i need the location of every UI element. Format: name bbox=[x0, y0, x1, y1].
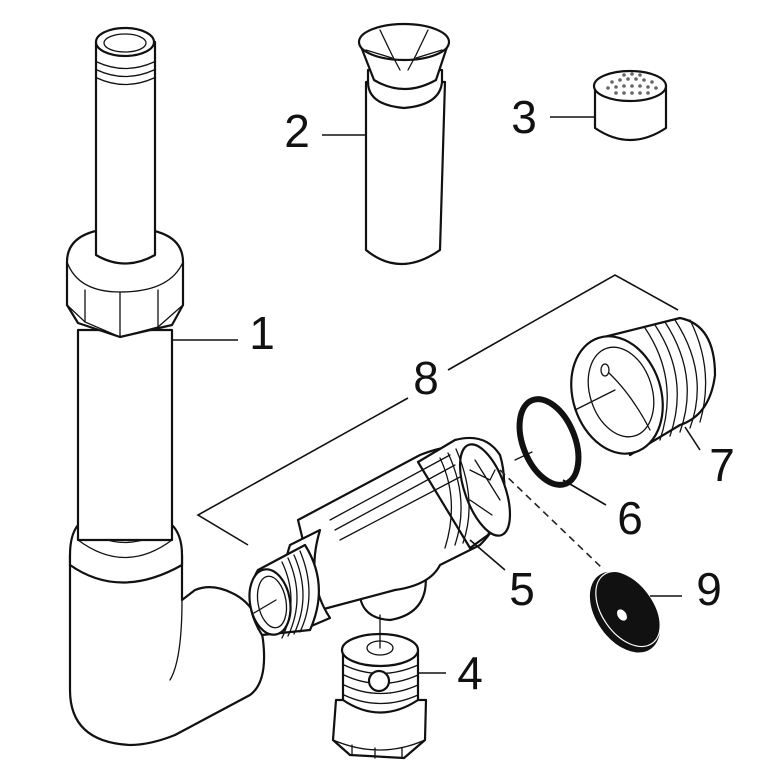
callout-8: 8 bbox=[413, 352, 439, 404]
callout-5: 5 bbox=[509, 563, 535, 615]
callout-7: 7 bbox=[709, 439, 735, 491]
callout-1: 1 bbox=[249, 307, 275, 359]
callout-3: 3 bbox=[511, 91, 537, 143]
part-3-strainer-cap bbox=[550, 69, 668, 141]
part-2-funnel-insert bbox=[322, 22, 451, 266]
part-6-o-ring bbox=[514, 396, 607, 506]
part-8-bracket bbox=[196, 274, 679, 546]
part-5-valve-body bbox=[248, 436, 602, 639]
part-4-plug bbox=[331, 614, 446, 760]
part-7-end-cap bbox=[570, 316, 717, 457]
part-9-washer bbox=[589, 570, 682, 653]
part-1-tube-assembly bbox=[65, 26, 266, 747]
callout-6: 6 bbox=[617, 492, 643, 544]
callout-4: 4 bbox=[457, 647, 483, 699]
callout-9: 9 bbox=[696, 563, 722, 615]
callout-2: 2 bbox=[284, 105, 310, 157]
